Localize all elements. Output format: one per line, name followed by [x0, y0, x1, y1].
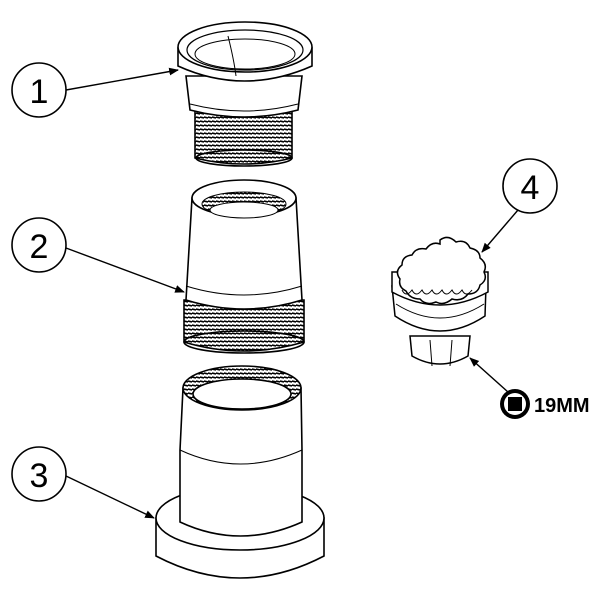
callout-1-label: 1 [30, 73, 49, 111]
part-3-base-housing [155, 365, 325, 579]
callout-2-label: 2 [30, 228, 49, 266]
callout-4: 4 [502, 158, 558, 214]
part-1-threaded-collar [177, 21, 313, 167]
square-drive-icon [500, 389, 530, 419]
leader-line-4 [481, 209, 519, 253]
callout-3-label: 3 [30, 457, 49, 495]
callout-4-label: 4 [521, 169, 540, 207]
leader-line-1 [65, 67, 179, 91]
part-2-threaded-sleeve [183, 179, 305, 354]
callout-3: 3 [11, 446, 67, 502]
leader-line-drive [469, 357, 509, 393]
part-4-twelve-point-socket [391, 236, 489, 367]
leader-line-3 [65, 475, 155, 519]
callout-1: 1 [11, 62, 67, 118]
leader-lines [65, 67, 519, 519]
leader-line-2 [65, 247, 185, 293]
callout-2: 2 [11, 217, 67, 273]
drive-size-label: 19MM [534, 395, 590, 417]
